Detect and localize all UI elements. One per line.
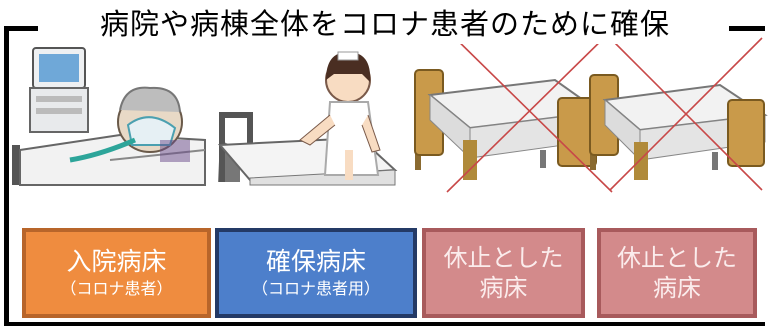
frame-top-right — [729, 26, 765, 31]
box-suspended-beds: 休止とした 病床 — [422, 228, 585, 318]
cross-mark-icon — [446, 29, 613, 193]
frame-top-left — [4, 26, 38, 31]
box-label: 休止とした — [617, 244, 737, 272]
frame-bottom — [4, 322, 765, 326]
box-suspended-beds: 休止とした 病床 — [597, 228, 757, 318]
box-sublabel: （コロナ患者用） — [251, 279, 380, 298]
box-sublabel: （コロナ患者） — [60, 279, 173, 298]
box-label: 確保病床 — [265, 247, 366, 276]
box-secured-beds: 確保病床 （コロナ患者用） — [215, 228, 417, 318]
frame-left — [4, 26, 9, 326]
cross-mark-icon — [609, 37, 763, 191]
box-label: 休止とした — [443, 244, 564, 272]
box-label: 入院病床 — [66, 247, 167, 276]
patient-ventilator-illustration — [12, 47, 206, 186]
box-inpatient-beds: 入院病床 （コロナ患者） — [22, 228, 211, 318]
box-label: 病床 — [653, 274, 701, 302]
nurse-bed-illustration — [217, 51, 398, 186]
diagram-title: 病院や病棟全体をコロナ患者のために確保 — [60, 4, 710, 44]
empty-bed-illustration — [414, 69, 603, 180]
box-label: 病床 — [479, 274, 528, 302]
empty-bed-illustration — [589, 74, 768, 180]
